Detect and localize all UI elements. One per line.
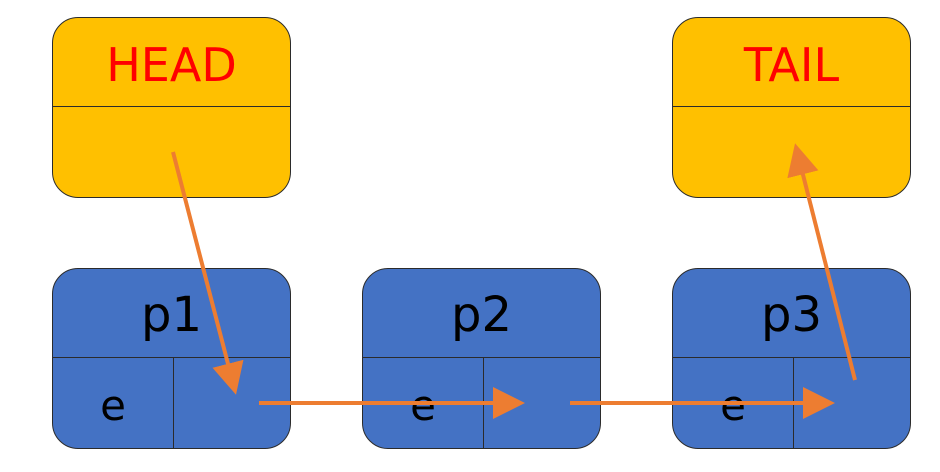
arrow-p3-to-tail bbox=[787, 143, 857, 381]
head-divider bbox=[53, 106, 290, 107]
node-p3-divider bbox=[673, 357, 910, 358]
arrow-head-to-p1 bbox=[171, 151, 244, 395]
head-label: HEAD bbox=[106, 38, 237, 92]
head-pointer-box: HEAD bbox=[52, 17, 291, 198]
node-p3-label: p3 bbox=[760, 287, 822, 343]
tail-divider bbox=[673, 106, 910, 107]
tail-label: TAIL bbox=[743, 38, 840, 92]
node-p3-element: e bbox=[720, 381, 746, 430]
tail-pointer-box: TAIL bbox=[672, 17, 911, 198]
node-p2-divider bbox=[363, 357, 600, 358]
node-p1-label: p1 bbox=[140, 287, 202, 343]
node-p1-split bbox=[173, 357, 174, 448]
node-p2: p2 e bbox=[362, 268, 601, 449]
node-p2-element: e bbox=[410, 381, 436, 430]
node-p1: p1 e bbox=[52, 268, 291, 449]
node-p3: p3 e bbox=[672, 268, 911, 449]
node-p1-divider bbox=[53, 357, 290, 358]
node-p1-element: e bbox=[100, 381, 126, 430]
node-p2-label: p2 bbox=[450, 287, 512, 343]
